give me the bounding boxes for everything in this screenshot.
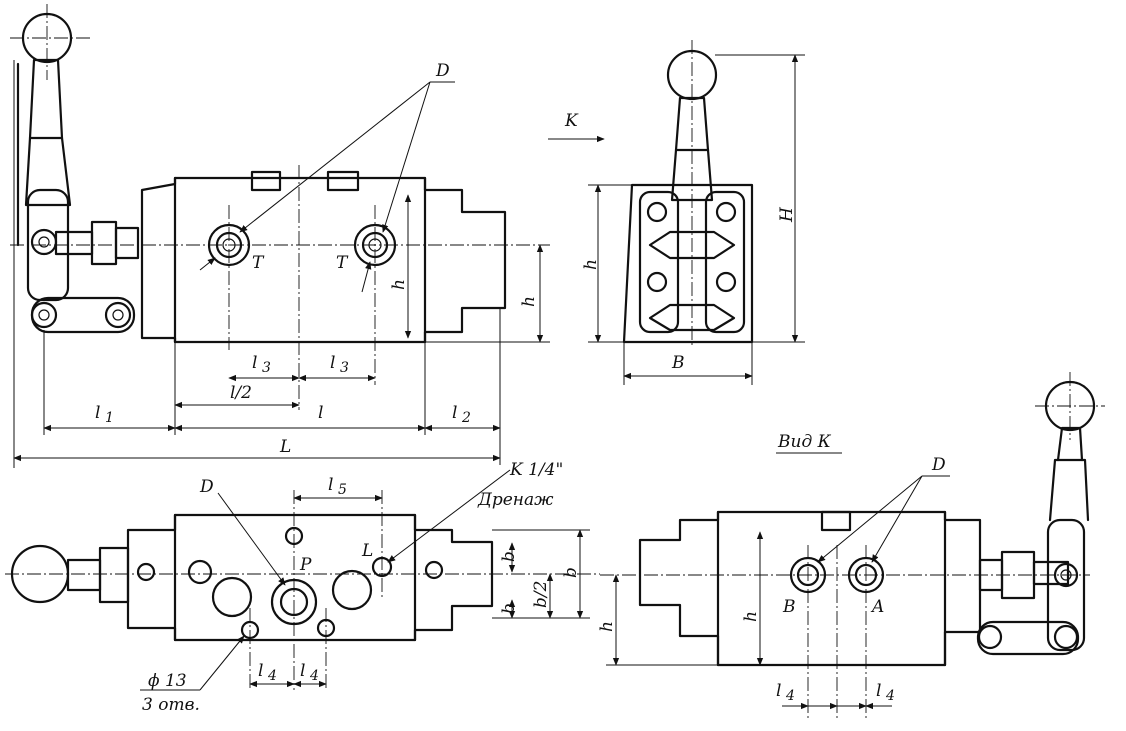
- lever-handle: [10, 4, 92, 302]
- dimension-L: L: [13, 60, 501, 468]
- label-l1: l: [95, 403, 100, 423]
- label-l3-b-sub: 3: [340, 360, 349, 376]
- label-h: h: [581, 259, 601, 270]
- label-l-half: l/2: [230, 383, 252, 403]
- port: [331, 569, 373, 611]
- label-l4-a-sub: 4: [267, 668, 277, 684]
- label-b2: b: [499, 551, 519, 562]
- dimension-h2: h: [741, 531, 764, 666]
- label-l4-b-sub: 4: [885, 688, 895, 704]
- leader-d: D: [199, 477, 286, 586]
- view-k: Вид К D B A: [597, 372, 1105, 718]
- dimension-h: h: [581, 184, 632, 343]
- valve-body: [140, 170, 507, 344]
- label-l4-b: l: [300, 661, 305, 681]
- port: [211, 576, 253, 618]
- view-k-arrow: K: [548, 111, 605, 143]
- label-d: D: [199, 477, 214, 497]
- label-l3-a-sub: 3: [262, 360, 271, 376]
- label-l4-b-sub: 4: [309, 668, 319, 684]
- dimension-H: H: [715, 54, 805, 343]
- dimension-B: B: [623, 342, 753, 385]
- view-k-title: Вид К: [777, 432, 832, 452]
- label-k14: K 1/4": [509, 460, 563, 480]
- front-view: D T T l 3 l 3 l/2 l l 1 l 2: [10, 4, 550, 468]
- label-l2-sub: 2: [461, 410, 471, 426]
- label-b-port: B: [782, 597, 796, 617]
- dimension-h1: h: [597, 574, 718, 666]
- label-B: B: [671, 353, 685, 373]
- dimension-l5: l 5: [293, 475, 383, 502]
- label-b: b: [561, 567, 581, 578]
- label-H: H: [777, 206, 797, 223]
- lever-pivot: [30, 220, 140, 334]
- leader-d: D T T: [199, 61, 455, 293]
- dimension-h1: h: [425, 244, 550, 343]
- label-p: P: [299, 555, 312, 575]
- label-d: D: [931, 455, 946, 475]
- dimension-b: b b/2 b b: [492, 529, 590, 619]
- holes-callout: ϕ 13 3 отв.: [140, 635, 245, 715]
- label-l5: l: [328, 475, 333, 495]
- label-l2: l: [452, 403, 457, 423]
- label-L: L: [361, 541, 373, 561]
- label-t-left: T: [252, 253, 265, 273]
- label-l1-sub: 1: [105, 410, 114, 426]
- label-a-port: A: [870, 597, 884, 617]
- label-t-right: T: [336, 253, 349, 273]
- label-h2: h: [389, 279, 409, 290]
- label-phi13: ϕ 13: [148, 671, 187, 691]
- label-l4-a: l: [258, 661, 263, 681]
- label-b-half: b/2: [531, 581, 551, 608]
- dimension-h2: h: [389, 194, 412, 339]
- label-L: L: [279, 437, 291, 457]
- label-l4-b: l: [876, 681, 881, 701]
- bottom-view: D P L K 1/4" Дренаж l 5 b b/2 b b: [5, 460, 600, 715]
- label-d: D: [435, 61, 450, 81]
- leader-d: D: [817, 455, 950, 563]
- label-holes: 3 отв.: [142, 695, 200, 715]
- label-h1: h: [519, 296, 539, 307]
- label-l3-a: l: [252, 353, 257, 373]
- label-l: l: [318, 403, 323, 423]
- side-view: K H h B: [548, 40, 805, 385]
- label-h1: h: [597, 621, 617, 632]
- label-drain: Дренаж: [477, 490, 554, 510]
- label-l4-a-sub: 4: [785, 688, 795, 704]
- label-l3-b: l: [330, 353, 335, 373]
- label-l5-sub: 5: [338, 482, 347, 498]
- label-k-arrow: K: [564, 111, 579, 131]
- dimension-l: l l 1 l 2: [43, 308, 501, 465]
- view-k-body: [638, 510, 982, 667]
- dimension-l4: l 4 l 4: [776, 681, 895, 710]
- dimension-l4: l 4 l 4: [249, 661, 327, 688]
- label-b1: b: [499, 603, 519, 614]
- label-h2: h: [741, 611, 761, 622]
- dimension-l3: l 3 l 3: [228, 353, 376, 382]
- label-l4-a: l: [776, 681, 781, 701]
- drain-callout: K 1/4" Дренаж: [387, 460, 563, 563]
- dimension-l-half: l/2: [174, 383, 300, 409]
